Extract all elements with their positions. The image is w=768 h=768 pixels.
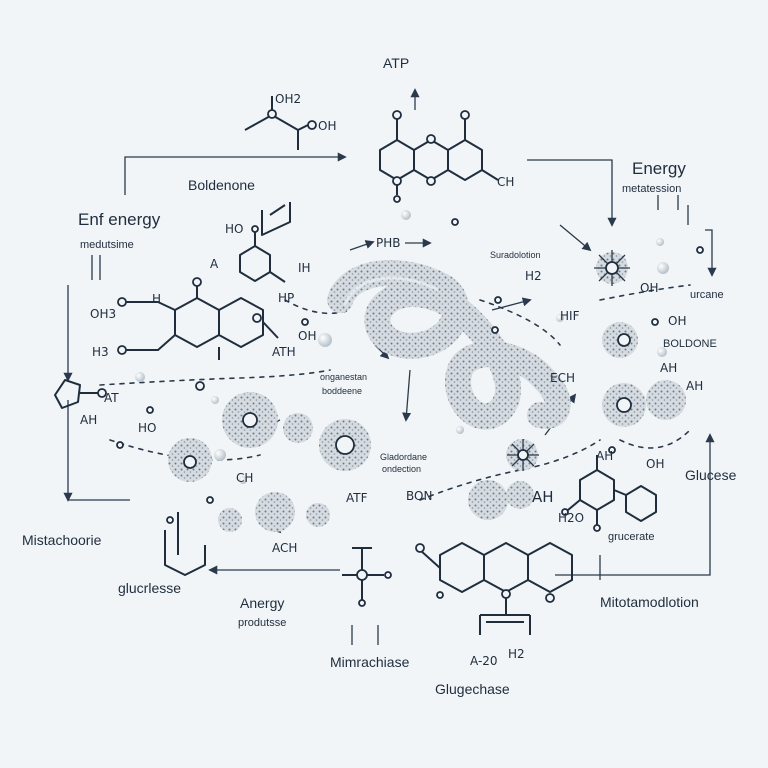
- chem-oh3: OH3: [90, 307, 116, 321]
- label-metatession: metatession: [622, 183, 681, 195]
- label-boddeene: boddeene: [322, 386, 362, 396]
- chem-o-oh: OH: [318, 119, 336, 133]
- chem-ah-gl: AH: [596, 449, 613, 463]
- label-suradolotion: Suradolotion: [490, 250, 541, 260]
- center-cross: [342, 547, 392, 607]
- chem-phb: PHB: [376, 236, 401, 250]
- label-energy: Energy: [632, 159, 686, 178]
- chem-h2: H2: [508, 647, 525, 661]
- label-mitotamodlotion: Mitotamodlotion: [600, 594, 699, 610]
- label-boldone: BOLDONE: [663, 338, 717, 350]
- label-mistachoorie: Mistachoorie: [22, 532, 102, 548]
- diagram-labels: ATP Boldenone Enf energy medutsime Energ…: [22, 55, 737, 697]
- chem-oh-right2: OH: [668, 314, 686, 328]
- label-onganestan: onganestan: [320, 372, 367, 382]
- chem-ach: ACH: [272, 541, 297, 555]
- chem-oh-right: OH: [640, 281, 658, 295]
- chem-h-small: H: [152, 292, 161, 306]
- chem-ah-right: AH: [660, 361, 677, 375]
- protein-ribbon: [327, 260, 571, 430]
- chem-atf: ATF: [346, 491, 368, 505]
- bottom-left-chain: [164, 512, 206, 576]
- chem-ath-mid: ATH: [272, 345, 296, 359]
- oh2-fragment: [244, 96, 317, 150]
- enzyme-bursts: [507, 250, 630, 471]
- chem-ho-left: HO: [225, 222, 243, 236]
- label-mimrachiase: Mimrachiase: [330, 654, 410, 670]
- chem-ah-r2: AH: [686, 379, 703, 393]
- label-atp: ATP: [383, 55, 409, 71]
- label-glugechase: Glugechase: [435, 681, 510, 697]
- label-medutsime: medutsime: [80, 239, 134, 251]
- chem-ech: ECH: [550, 371, 575, 385]
- bottom-tricyclic: [415, 542, 573, 635]
- chem-h3: H3: [92, 345, 109, 359]
- pentagon-fragment: [54, 379, 107, 409]
- chem-ch-atp: CH: [497, 175, 514, 189]
- chem-oh-gl: OH: [646, 457, 664, 471]
- chem-ah-left: AH: [80, 413, 97, 427]
- right-rings: [561, 455, 657, 532]
- label-ondection: ondection: [382, 464, 421, 474]
- label-urcane: urcane: [690, 289, 724, 301]
- chem-ch-low: CH: [236, 471, 253, 485]
- chem-h2o: H2O: [558, 511, 584, 525]
- chem-h2-small: H2: [525, 269, 542, 283]
- chem-at-left: AT: [104, 391, 119, 405]
- chemical-labels: OH2 OH CH PHB HO A IH OH3 H3 H ATH HP AT…: [80, 92, 703, 668]
- chem-oh-mid: OH: [298, 329, 316, 343]
- chem-bon: BON: [406, 489, 432, 503]
- chem-hif: HIF: [560, 309, 580, 323]
- chem-ih: IH: [298, 261, 311, 275]
- left-steroid-rings: [117, 277, 279, 391]
- ho-ring: [239, 202, 291, 283]
- chem-ah-big: AH: [532, 488, 554, 506]
- label-gladordane: Gladordane: [380, 452, 427, 462]
- label-produtsse: produtsse: [238, 617, 286, 629]
- label-enf-energy: Enf energy: [78, 210, 161, 229]
- chem-a20: A-20: [470, 654, 498, 668]
- atp-molecule: [379, 110, 499, 203]
- label-glucrlesse: glucrlesse: [118, 580, 181, 596]
- label-grucerate: grucerate: [608, 531, 654, 543]
- chem-ho-low: HO: [138, 421, 156, 435]
- bubbles: [135, 210, 669, 484]
- chem-a-left: A: [210, 257, 219, 271]
- chem-hp: HP: [278, 291, 294, 305]
- label-boldenone: Boldenone: [188, 177, 255, 193]
- chem-oh2-top: OH2: [275, 92, 301, 106]
- label-anergy: Anergy: [240, 595, 284, 611]
- label-glucese: Glucese: [685, 467, 737, 483]
- atom-dots: [116, 218, 704, 504]
